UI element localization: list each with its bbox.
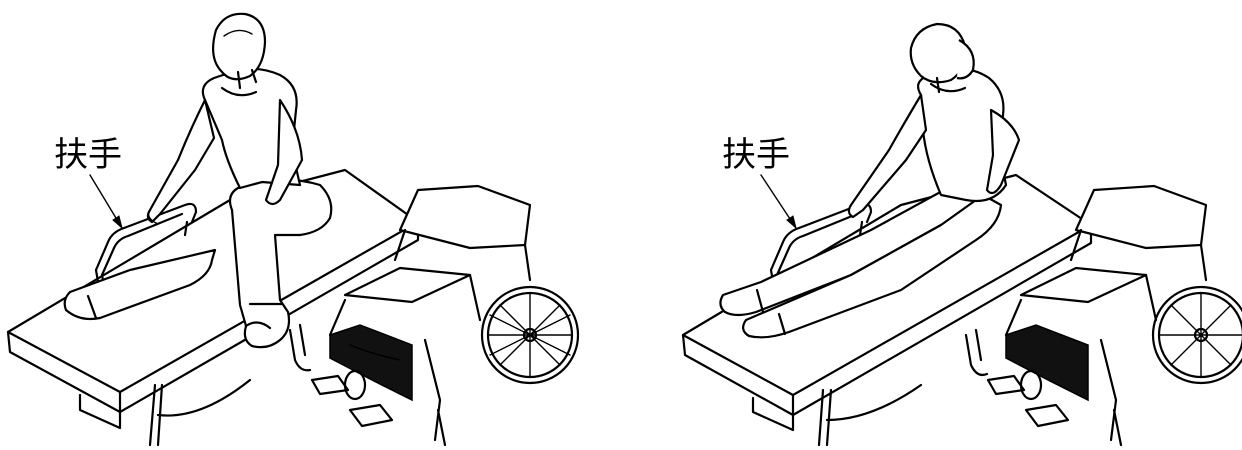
illustration-panel-sitting: 扶手 [0,0,621,450]
callout-arrow [90,175,122,228]
handrail-callout-label: 扶手 [54,138,122,172]
handrail-callout-label: 扶手 [722,138,790,172]
callout-arrow [761,175,796,228]
sitting-transfer-illustration [0,0,621,450]
lying-transfer-illustration [621,0,1242,450]
person-body [148,69,302,224]
illustration-panel-lying: 扶手 [621,0,1242,450]
